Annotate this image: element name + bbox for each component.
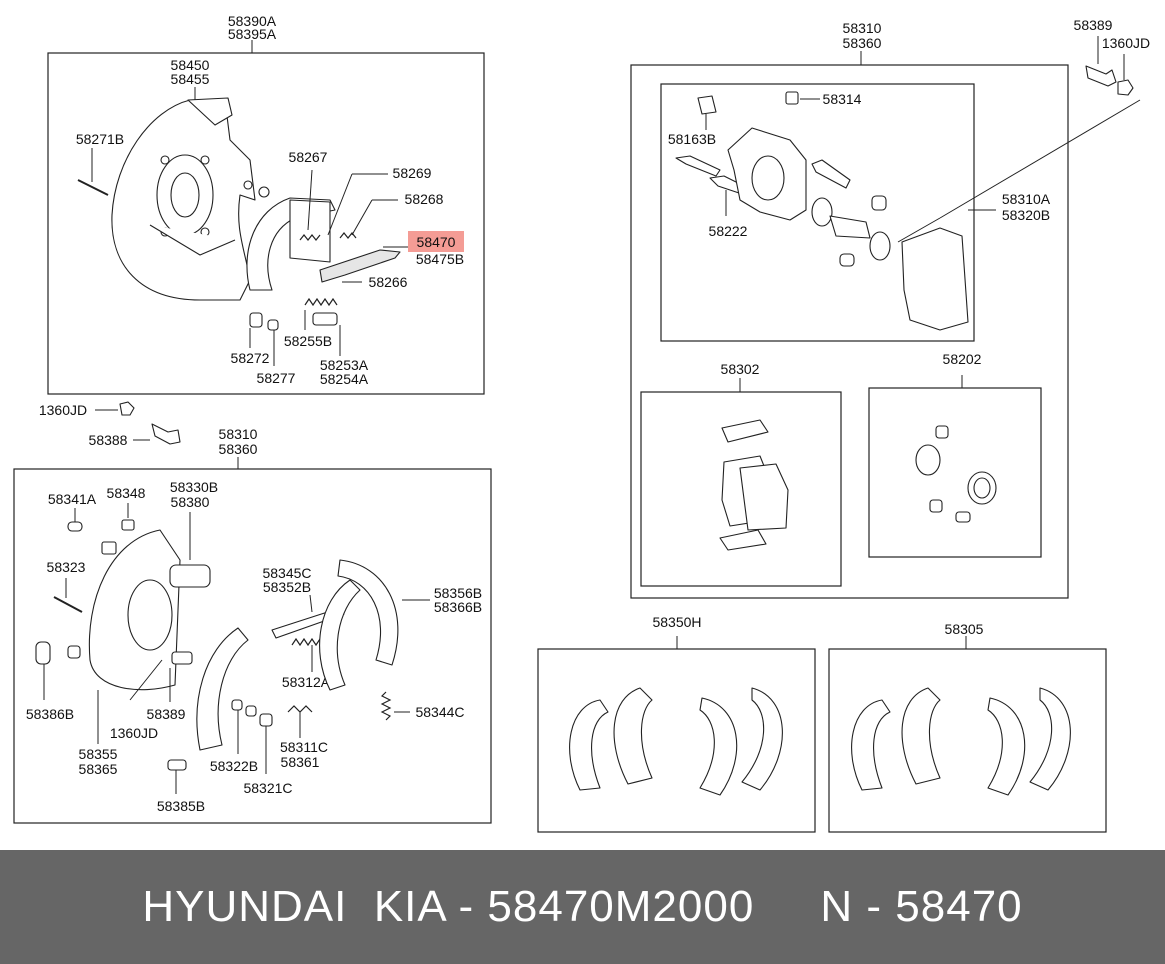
- backing-plate-shape: [111, 97, 256, 301]
- label-58253a: 58253A: [320, 357, 369, 373]
- label-58310-right: 58310: [843, 20, 882, 36]
- label-58254a: 58254A: [320, 371, 369, 387]
- label-58320b: 58320B: [1002, 207, 1050, 223]
- part-number-text: HYUNDAI KIA - 58470M2000 N - 58470: [142, 882, 1023, 931]
- label-1360jd-b: 1360JD: [110, 725, 158, 741]
- label-58470: 58470: [417, 234, 456, 250]
- rear-drum-brake-frame: [47, 52, 485, 395]
- label-58475b: 58475B: [416, 251, 464, 267]
- label-58312a: 58312A: [282, 674, 331, 690]
- label-58341a: 58341A: [48, 491, 97, 507]
- shoe-h-2: [613, 687, 653, 785]
- label-58321c: 58321C: [243, 780, 292, 796]
- shoe-305-3: [987, 697, 1026, 796]
- label-58450: 58450: [171, 57, 210, 73]
- shoe-set-305-frame: [828, 648, 1107, 833]
- label-58222: 58222: [709, 223, 748, 239]
- label-58322b: 58322B: [210, 758, 258, 774]
- label-1360jd-right: 1360JD: [1102, 35, 1150, 51]
- upper-shoe-shape: [337, 559, 399, 666]
- label-58366b: 58366B: [434, 599, 482, 615]
- label-58389-right: 58389: [1074, 17, 1113, 33]
- caliper-outer-frame: [630, 64, 1069, 599]
- label-58356b: 58356B: [434, 585, 482, 601]
- label-58352b: 58352B: [263, 579, 311, 595]
- shoe-h-4: [741, 687, 783, 791]
- label-58350h: 58350H: [652, 614, 701, 630]
- parking-lever-shape: [319, 249, 401, 283]
- bolt-shape: [151, 423, 181, 445]
- loose-fasteners-left: 1360JD 58388: [39, 401, 181, 448]
- drum-brake-group: 58310 58360 58341A 58348 58330B 58380 58…: [13, 426, 492, 824]
- label-58269: 58269: [393, 165, 432, 181]
- label-58163b: 58163B: [668, 131, 716, 147]
- label-58268: 58268: [405, 191, 444, 207]
- label-58455: 58455: [171, 71, 210, 87]
- label-58380: 58380: [171, 494, 210, 510]
- label-58267: 58267: [289, 149, 328, 165]
- label-58310a: 58310A: [1002, 191, 1051, 207]
- shoe-305-4: [1029, 687, 1071, 791]
- shoe-h-1: [569, 699, 609, 791]
- label-1360jd-a: 1360JD: [39, 402, 87, 418]
- shoe-305-2: [901, 687, 941, 785]
- label-58323: 58323: [47, 559, 86, 575]
- label-58272: 58272: [231, 350, 270, 366]
- seal-kit-frame: [868, 387, 1042, 558]
- label-58302: 58302: [721, 361, 760, 377]
- label-58355: 58355: [79, 746, 118, 762]
- label-58202: 58202: [943, 351, 982, 367]
- label-58345c: 58345C: [262, 565, 311, 581]
- label-58330b: 58330B: [170, 479, 218, 495]
- highlight-58470: [408, 231, 464, 252]
- label-58389-left: 58389: [147, 706, 186, 722]
- shoe-set-h-group: 58350H: [537, 614, 816, 833]
- label-58395a: 58395A: [228, 26, 277, 42]
- label-58361: 58361: [281, 754, 320, 770]
- shoe-set-305-group: 58305: [828, 621, 1107, 833]
- parts-diagram: 58390A 58395A 58450 58455 58271B: [13, 13, 1150, 833]
- label-58360-left: 58360: [219, 441, 258, 457]
- rear-drum-brake-group: 58390A 58395A 58450 58455 58271B: [47, 13, 485, 395]
- label-58311c: 58311C: [280, 739, 328, 755]
- shoe-h-3: [699, 697, 738, 796]
- label-58310-left: 58310: [219, 426, 258, 442]
- part-number-banner: HYUNDAI KIA - 58470M2000 N - 58470: [0, 850, 1165, 964]
- seal-ring-shape: [915, 444, 941, 476]
- caliper-bracket-shape: [901, 227, 969, 331]
- label-58314: 58314: [823, 91, 862, 107]
- label-58386b: 58386B: [26, 706, 74, 722]
- lower-shoe-shape: [196, 627, 249, 751]
- caliper-inner-frame: [660, 83, 975, 342]
- label-58305: 58305: [945, 621, 984, 637]
- caliper-group: 58310 58360 58389 1360JD 58314 58163B 58…: [630, 17, 1150, 599]
- label-58255b: 58255B: [284, 333, 332, 349]
- shoe-305-1: [851, 699, 891, 791]
- label-58271b: 58271B: [76, 131, 124, 147]
- label-58360-right: 58360: [843, 35, 882, 51]
- pad-kit-frame: [640, 391, 842, 587]
- label-58266: 58266: [369, 274, 408, 290]
- label-58388: 58388: [89, 432, 128, 448]
- label-58348: 58348: [107, 485, 146, 501]
- nut-shape: [119, 401, 135, 416]
- pin-shape: [77, 179, 109, 196]
- label-58277: 58277: [257, 370, 296, 386]
- label-58390a: 58390A: [228, 13, 277, 29]
- label-58365: 58365: [79, 761, 118, 777]
- drum-brake-frame: [13, 468, 492, 824]
- parking-shoe-shape: [246, 197, 336, 291]
- label-58344c: 58344C: [415, 704, 464, 720]
- label-58385b: 58385B: [157, 798, 205, 814]
